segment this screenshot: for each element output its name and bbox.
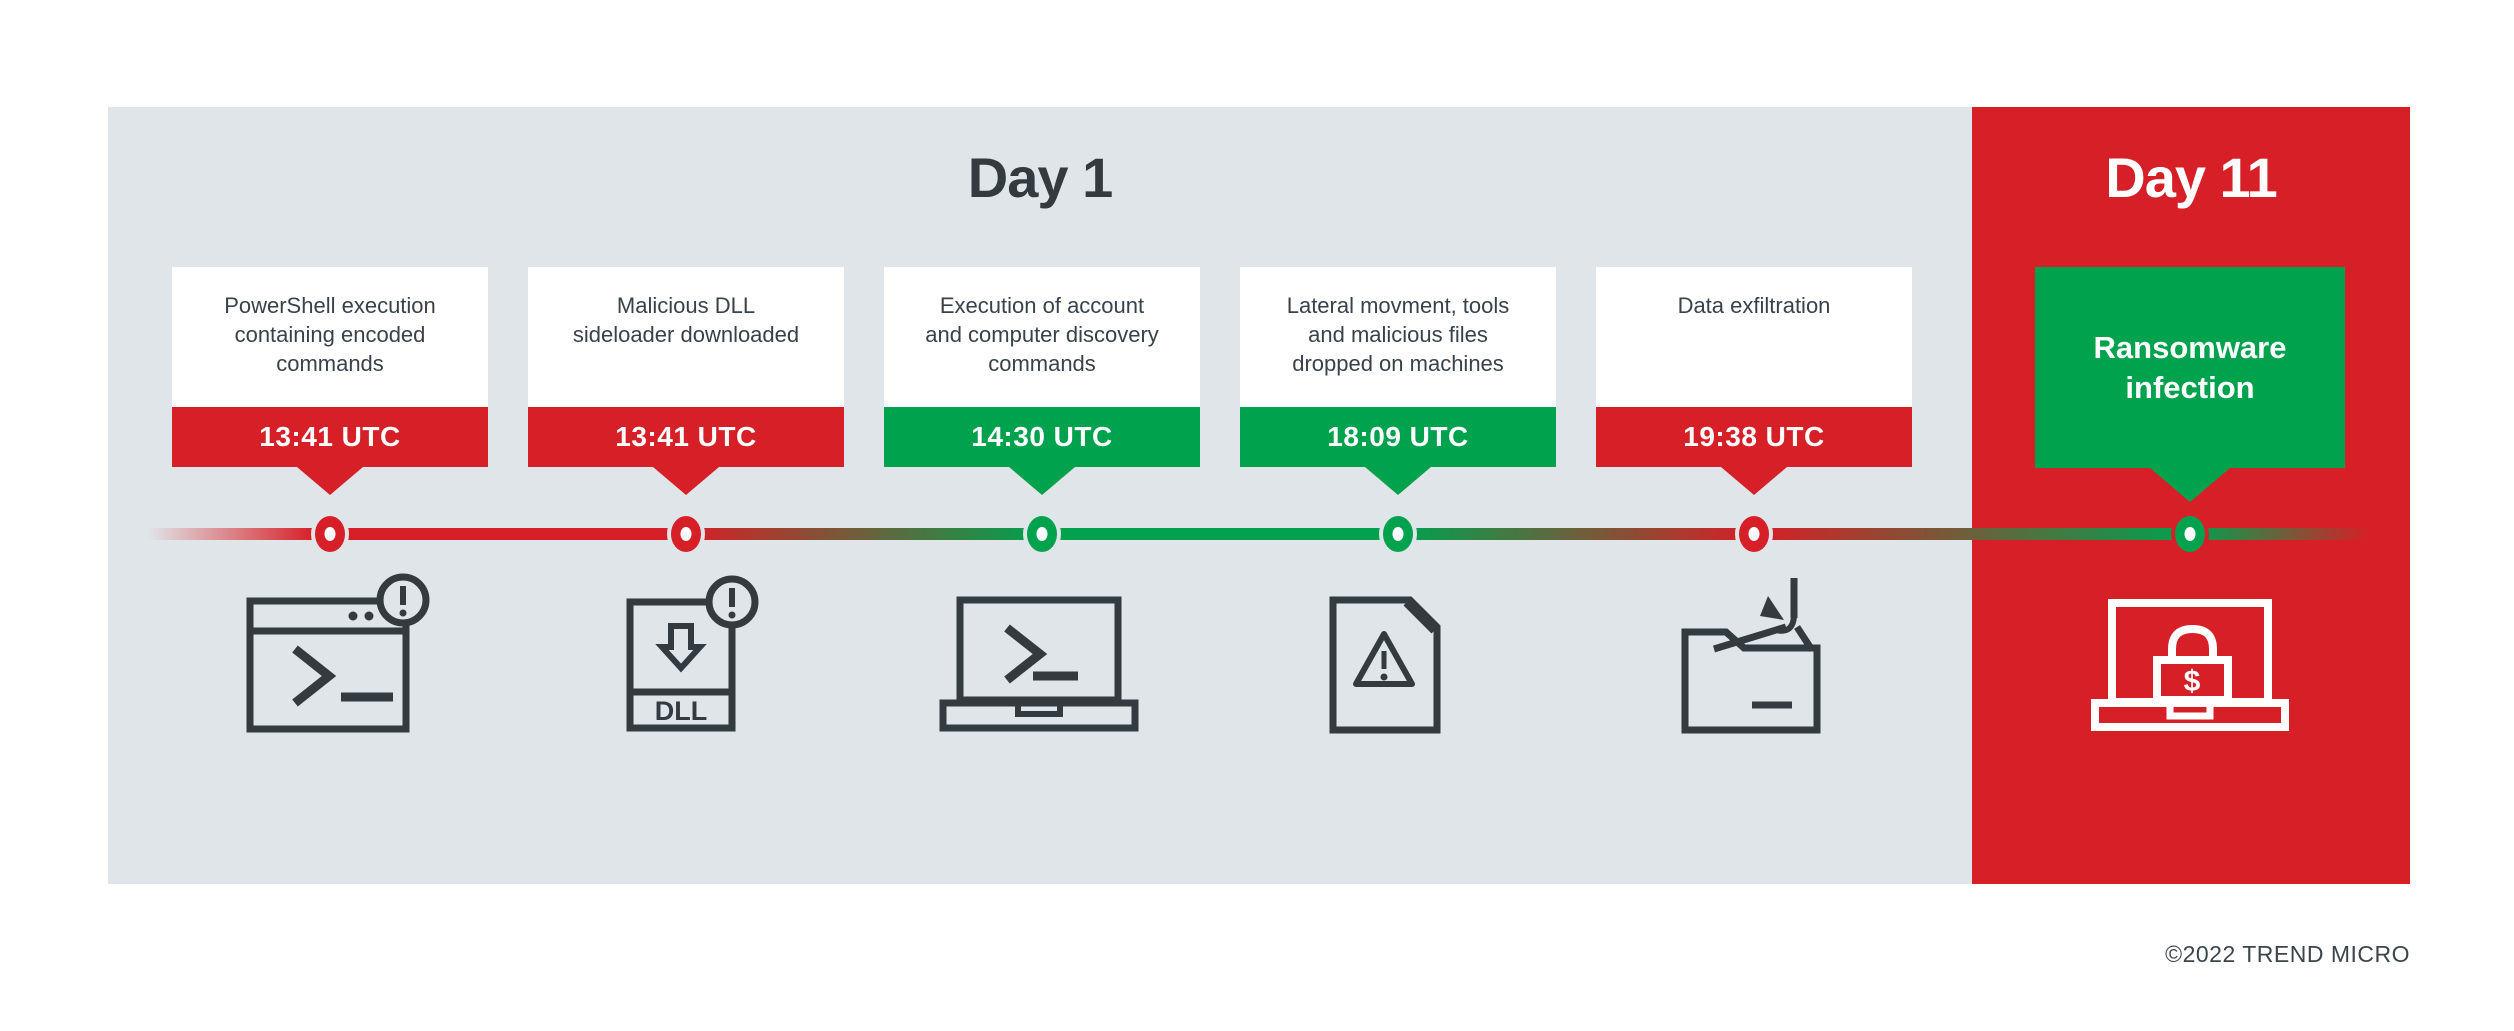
ransomware-infection-callout: Ransomware infection bbox=[2035, 267, 2345, 468]
callout-pointer bbox=[1009, 467, 1075, 495]
dollar-symbol: $ bbox=[2184, 665, 2201, 698]
day11-title: Day 11 bbox=[2105, 146, 2278, 209]
event-card-discovery: Execution of account and computer discov… bbox=[884, 267, 1200, 495]
copyright-text: ©2022 TREND MICRO bbox=[2165, 941, 2410, 967]
event-description: Lateral movment, tools and malicious fil… bbox=[1240, 267, 1556, 407]
laptop-terminal-icon bbox=[939, 596, 1139, 732]
timeline-dot-dll bbox=[671, 516, 701, 552]
document-warning-icon bbox=[1329, 596, 1441, 734]
event-time-badge: 13:41 UTC bbox=[528, 407, 844, 467]
timeline-dot-discovery bbox=[1027, 516, 1057, 552]
event-card-dll-sideloader: Malicious DLL sideloader downloaded 13:4… bbox=[528, 267, 844, 495]
event-card-lateral-movement: Lateral movment, tools and malicious fil… bbox=[1240, 267, 1556, 495]
timeline-line bbox=[148, 528, 2370, 540]
event-description: Execution of account and computer discov… bbox=[884, 267, 1200, 407]
event-time-badge: 13:41 UTC bbox=[172, 407, 488, 467]
event-time-badge: 14:30 UTC bbox=[884, 407, 1200, 467]
folder-exfiltration-hook-icon bbox=[1681, 578, 1821, 734]
timeline-dot-ransomware bbox=[2175, 516, 2205, 552]
dll-label: DLL bbox=[655, 696, 707, 726]
event-description: Data exfiltration bbox=[1596, 267, 1912, 407]
event-card-powershell: PowerShell execution containing encoded … bbox=[172, 267, 488, 495]
event-description: PowerShell execution containing encoded … bbox=[172, 267, 488, 407]
day1-panel bbox=[108, 107, 1972, 884]
callout-pointer bbox=[1721, 467, 1787, 495]
callout-pointer bbox=[1365, 467, 1431, 495]
terminal-window-alert-icon bbox=[246, 573, 430, 733]
event-card-exfiltration: Data exfiltration 19:38 UTC bbox=[1596, 267, 1912, 495]
callout-pointer bbox=[653, 467, 719, 495]
callout-pointer bbox=[2150, 468, 2230, 502]
day1-title: Day 1 bbox=[967, 146, 1113, 209]
event-description: Malicious DLL sideloader downloaded bbox=[528, 267, 844, 407]
event-time-badge: 18:09 UTC bbox=[1240, 407, 1556, 467]
timeline-dot-powershell bbox=[315, 516, 345, 552]
callout-pointer bbox=[297, 467, 363, 495]
event-time-badge: 19:38 UTC bbox=[1596, 407, 1912, 467]
timeline-dot-exfiltration bbox=[1739, 516, 1769, 552]
timeline-dot-lateral bbox=[1383, 516, 1413, 552]
laptop-ransom-lock-icon: $ bbox=[2091, 599, 2289, 731]
dll-download-alert-icon: DLL bbox=[626, 575, 759, 732]
